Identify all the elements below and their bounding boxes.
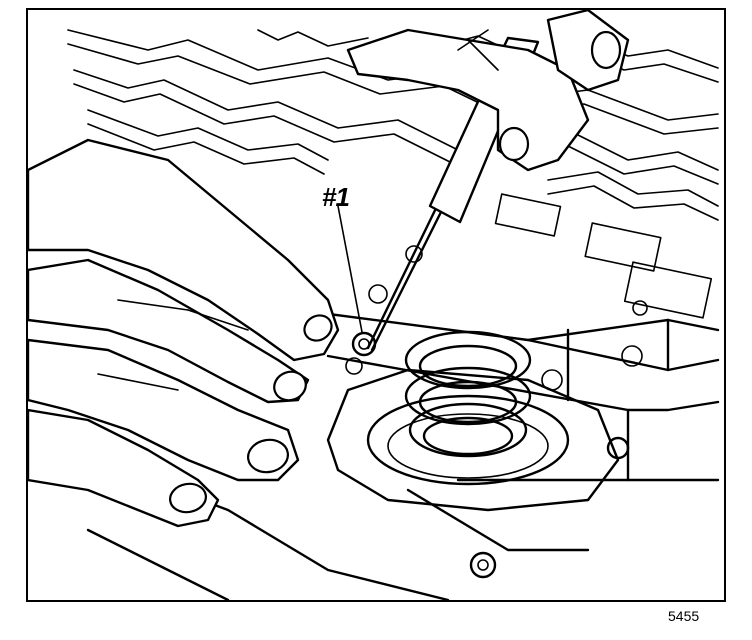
upper-hand	[346, 10, 630, 172]
coil-spring	[404, 330, 532, 458]
valve-body-block	[66, 308, 720, 600]
valve-body-illustration	[28, 10, 720, 600]
bore-housing	[326, 368, 630, 579]
figure-number: 5455	[668, 608, 700, 624]
callout-label-1: #1	[322, 182, 350, 212]
illustration-frame: #1	[26, 8, 726, 602]
callout-leader	[337, 205, 363, 333]
check-ball-1	[345, 331, 377, 375]
left-hand	[28, 138, 340, 528]
